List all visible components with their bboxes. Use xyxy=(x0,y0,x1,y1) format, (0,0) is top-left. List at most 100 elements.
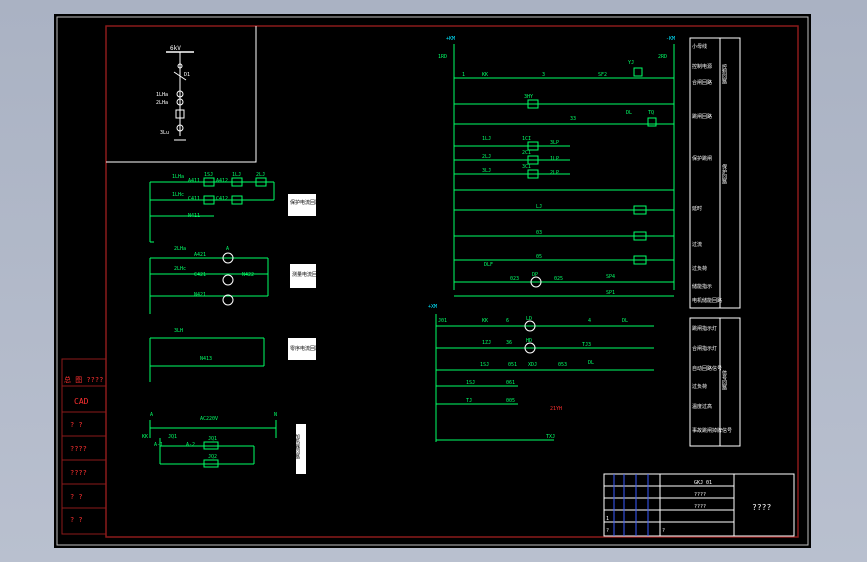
prot-lbl-0: 1LHa xyxy=(172,174,184,180)
zero-label-box xyxy=(288,338,316,360)
meas-label-box xyxy=(290,264,316,288)
ac-lbl-8: JQ2 xyxy=(208,454,217,460)
desc-10: 电机储能回路 xyxy=(692,297,722,304)
ctrl-lbl-0: 1 xyxy=(462,72,465,78)
sig-lbl-4: 4 xyxy=(588,318,591,324)
schematic-svg: 总 图 ???? CAD ? ? ???? ???? ? ? ? ? 6kV D… xyxy=(54,14,811,548)
ctrl-lbl-18: 1LP xyxy=(550,156,559,162)
meas-loop-title: 测量电流回路 xyxy=(292,271,322,278)
ctrl-lbl-35: 025 xyxy=(554,276,563,282)
sig-desc-5: 温度过高 xyxy=(692,403,712,410)
desc-ctrl: 控制回路 xyxy=(721,63,727,85)
meas-lbl-5: N422 xyxy=(242,272,254,278)
sig-lbl-16: 1SJ xyxy=(466,380,475,386)
ctrl-lbl-37: SP1 xyxy=(606,290,615,296)
sig-lbl-21: 21YH xyxy=(550,406,562,412)
strip-cell-6: ? ? xyxy=(70,493,83,501)
ac-lbl-6: A-2 xyxy=(186,442,195,448)
desc-6: 延时 xyxy=(692,205,702,212)
tb-row4: ???? xyxy=(694,504,706,510)
sig-lbl-20: 005 xyxy=(506,398,515,404)
tb-row3: 1 xyxy=(606,516,609,522)
ac-lbl-3: KK xyxy=(142,434,148,440)
desc-prot: 保护回路 xyxy=(721,163,727,185)
zero-lbl-0: 3LH xyxy=(174,328,183,334)
prot-lbl-1: 1SJ xyxy=(204,172,213,178)
ct2-label: 2LHa xyxy=(156,100,168,106)
ctrl-lbl-15: 3LP xyxy=(550,140,559,146)
prot-lbl-7: A412 xyxy=(216,178,228,184)
sig-lbl-5: DL xyxy=(622,318,628,324)
desc-2: 控制电源 xyxy=(692,63,712,70)
breaker-label: D1 xyxy=(184,72,190,78)
ac-lbl-7: JQ1 xyxy=(208,436,217,442)
sig-desc-6: 事故跳闸掉牌信号 xyxy=(692,427,732,434)
ctrl-lbl-14: 1CI xyxy=(522,136,531,142)
drawing-canvas[interactable]: 总 图 ???? CAD ? ? ???? ???? ? ? ? ? 6kV D… xyxy=(54,14,811,548)
tb-drawing-name: ???? xyxy=(752,503,771,512)
neg-rail-label: -KM xyxy=(666,36,675,42)
pos2-rail-label: +XM xyxy=(428,304,437,310)
desc-5: 保护跳闸 xyxy=(692,155,712,162)
sig-lbl-17: 061 xyxy=(506,380,515,386)
inner-border xyxy=(105,25,799,538)
prot-label-box xyxy=(288,194,316,216)
desc-7: 过流 xyxy=(692,241,702,248)
heater-loop: AC220V A N KK JQ1 A-1 A-2 JQ1 JQ2 xyxy=(142,412,277,468)
ctrl-lbl-8: 3HY xyxy=(524,94,533,100)
sig-lbl-7: 1ZJ xyxy=(482,340,491,346)
prot-lbl-10: 1LHc xyxy=(172,192,184,198)
ac-lbl-4: JQ1 xyxy=(168,434,177,440)
strip-cell-3: ? ? xyxy=(70,421,83,429)
tb-row5: ? xyxy=(606,528,609,534)
heater-label-box xyxy=(296,424,306,474)
zero-lbl-1: N413 xyxy=(200,356,212,362)
ctrl-lbl-3: SF2 xyxy=(598,72,607,78)
ctrl-lbl-13: 1LJ xyxy=(482,136,491,142)
prot-lbl-8: C412 xyxy=(216,196,228,202)
sig-lbl-14: 053 xyxy=(558,362,567,368)
measurement-current-loop: 2LHa A421 A 2LHc C421 N422 N421 xyxy=(149,246,269,314)
sig-lbl-13: XDJ xyxy=(528,362,537,368)
tb-row6: ? xyxy=(662,528,665,534)
ctrl-lbl-33: 023 xyxy=(510,276,519,282)
ctrl-lbl-16: 2LJ xyxy=(482,154,491,160)
ctrl-lbl-31: 05 xyxy=(536,254,542,260)
sig-desc-3: 自动回路信号 xyxy=(692,365,722,372)
ctrl-lbl-32: DLF xyxy=(484,262,493,268)
revision-strip: 总 图 ???? CAD ? ? ???? ???? ? ? ? ? xyxy=(61,358,107,535)
prot-lbl-2: 1LJ xyxy=(232,172,241,178)
sig-lbl-3: LD xyxy=(526,316,532,322)
ctrl-lbl-11: DL xyxy=(626,110,632,116)
strip-cell-7: ? ? xyxy=(70,516,83,524)
desc-4: 跳闸回路 xyxy=(692,113,712,120)
sig-lbl-0: J01 xyxy=(438,318,447,324)
ctrl-lbl-10: 33 xyxy=(570,116,576,122)
ac-lbl-0: AC220V xyxy=(200,416,218,422)
tb-row2: ???? xyxy=(694,492,706,498)
tb-code: GKJ 01 xyxy=(694,480,712,486)
ctrl-lbl-2: 3 xyxy=(542,72,545,78)
ctrl-lbl-20: 3CI xyxy=(522,164,531,170)
sig-lbl-12: 051 xyxy=(508,362,517,368)
ctrl-lbl-25: LJ xyxy=(536,204,542,210)
sig-desc-2: 合闸指示灯 xyxy=(692,345,717,352)
sig-desc-col2: 信号回路 xyxy=(721,369,727,391)
ct1-label: 1LHa xyxy=(156,92,168,98)
sig-lbl-8: 36 xyxy=(506,340,512,346)
sig-lbl-11: 1SJ xyxy=(480,362,489,368)
sig-lbl-26: TXJ xyxy=(546,434,555,440)
description-panel xyxy=(689,37,741,447)
heater-loop-title: 加热器回路 xyxy=(294,433,300,460)
meas-lbl-4: C421 xyxy=(194,272,206,278)
ctrl-lbl-34: DP xyxy=(532,272,538,278)
zero-sequence-loop: 3LH N413 xyxy=(149,328,265,382)
sig-lbl-2: 6 xyxy=(506,318,509,324)
ac-lbl-5: A-1 xyxy=(154,442,163,448)
ac-lbl-1: A xyxy=(150,412,153,418)
ac-lbl-2: N xyxy=(274,412,277,418)
zero-loop-title: 零序电流回路 xyxy=(290,345,320,352)
desc-1: 小母线 xyxy=(692,43,707,50)
sig-lbl-19: TJ xyxy=(466,398,472,404)
